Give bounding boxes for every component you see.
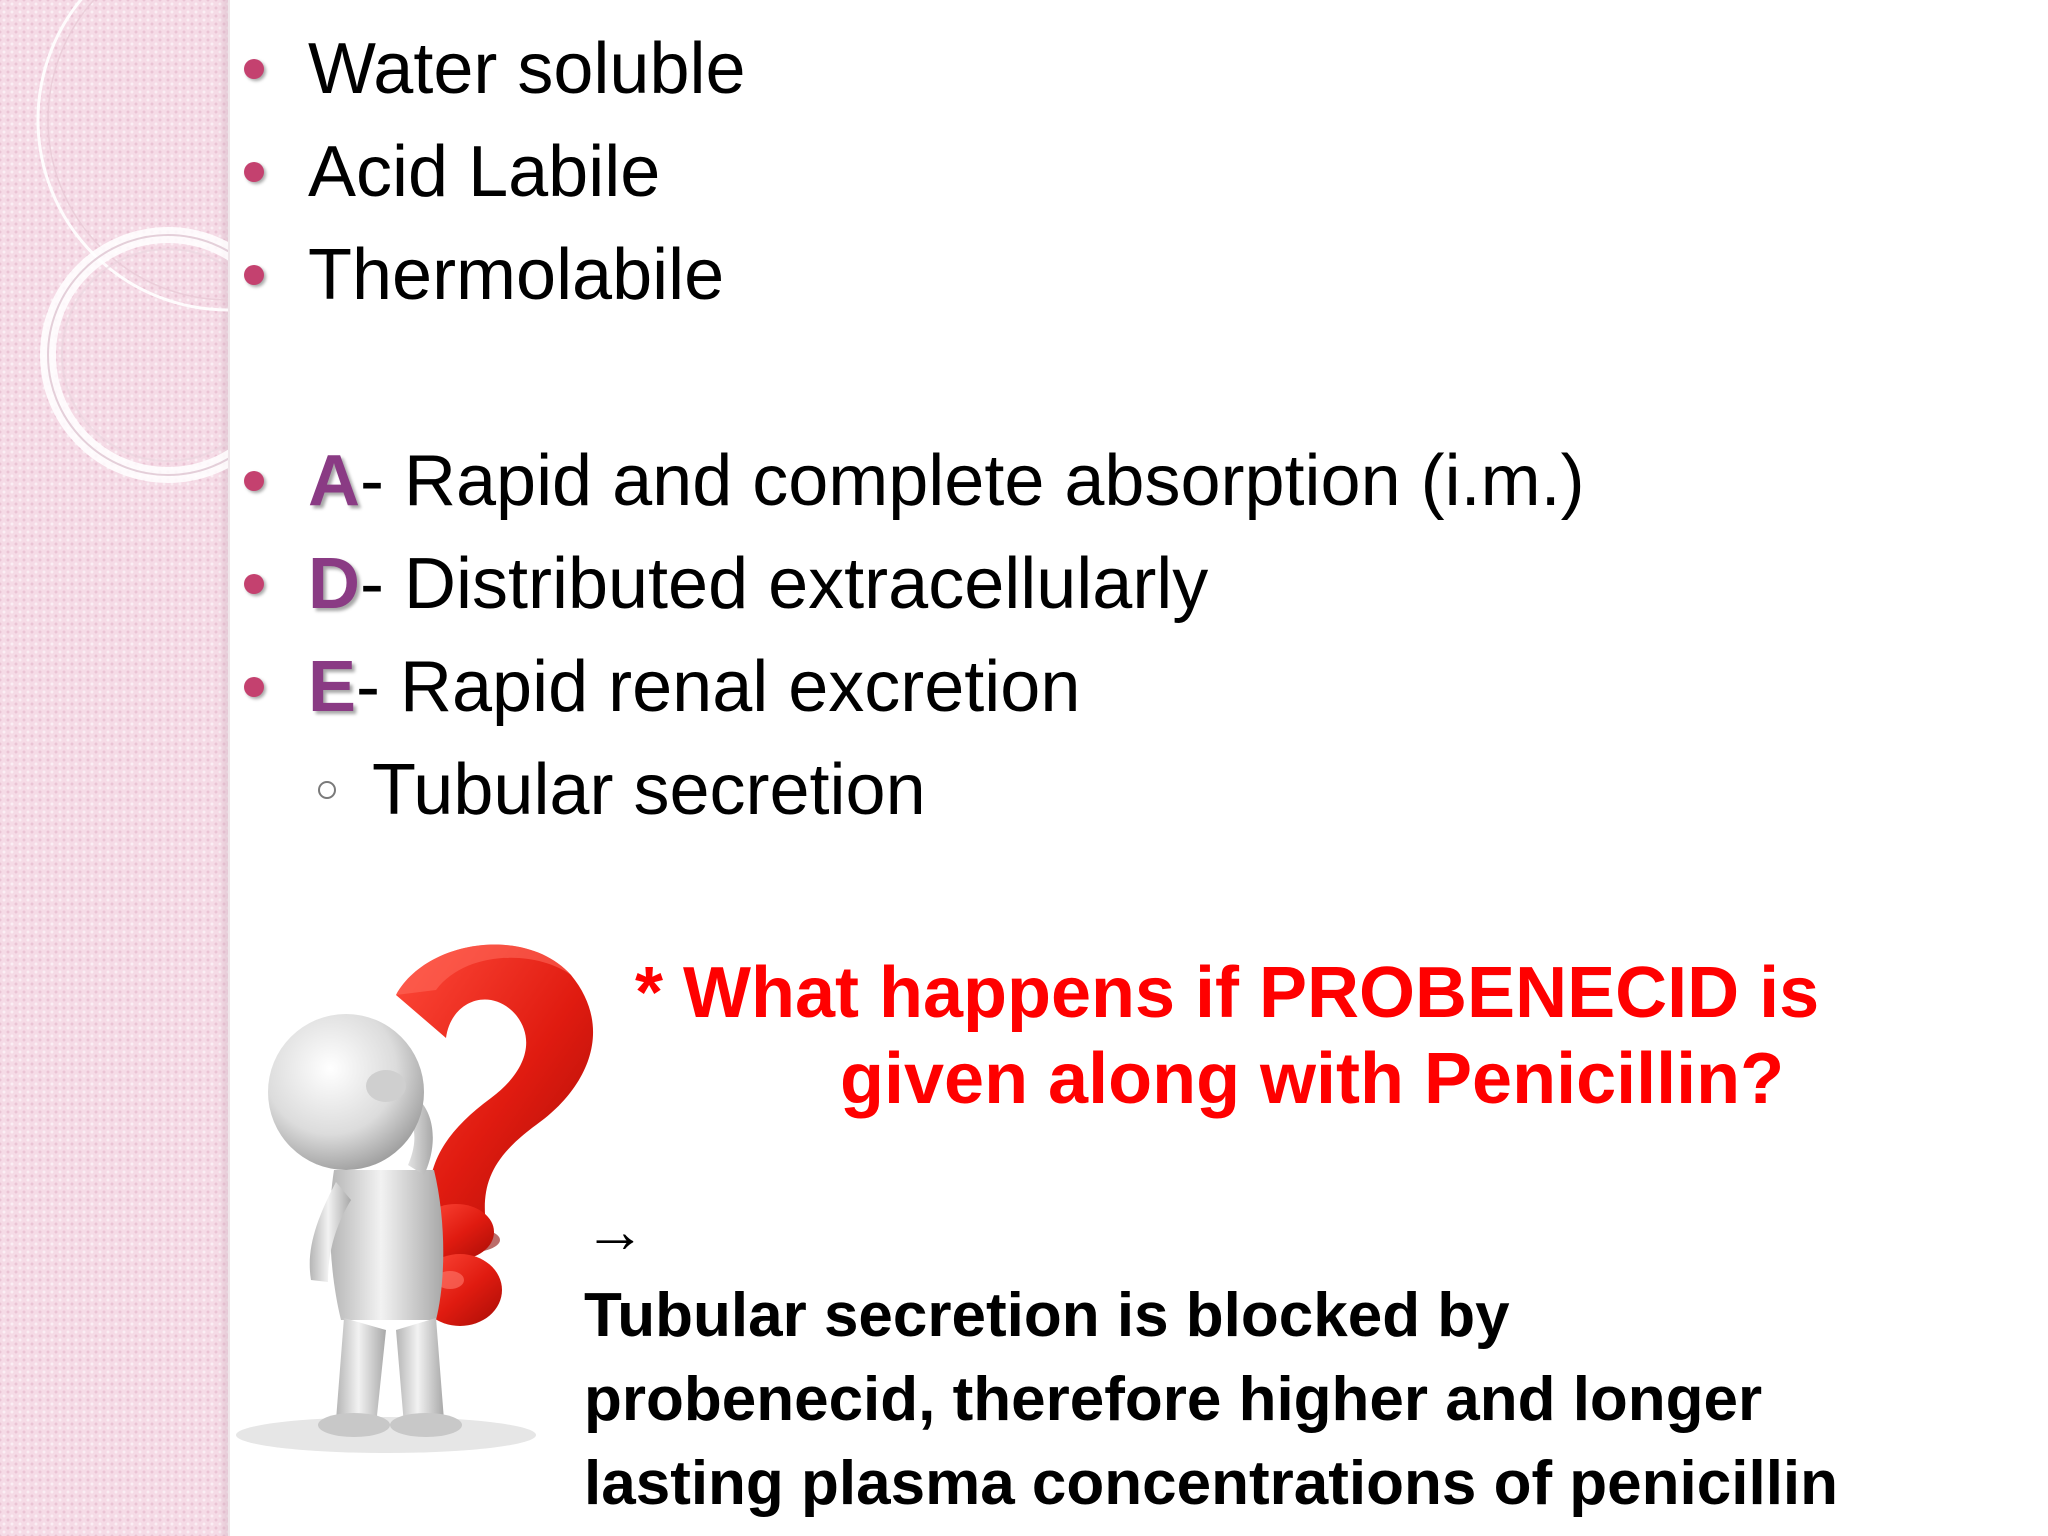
arrow-icon: →: [584, 1197, 646, 1266]
key-letter: D: [308, 544, 360, 624]
bullet-dot-icon: [244, 677, 264, 697]
adme-bullet-excretion: E- Rapid renal excretion: [244, 642, 1080, 732]
bullet-item: Water soluble: [244, 24, 746, 114]
key-letter: E: [308, 647, 357, 727]
bullet-body: - Rapid renal excretion: [356, 647, 1081, 727]
sub-bullet-circle-icon: [318, 781, 336, 799]
bullet-dot-icon: [244, 265, 264, 285]
answer-line-2: probenecid, therefore higher and longer: [584, 1365, 1763, 1434]
bullet-item: Acid Labile: [244, 127, 660, 217]
left-decorative-band: [0, 0, 230, 1536]
probenecid-question: * What happens if PROBENECID is given al…: [580, 950, 2020, 1122]
question-line-1: * What happens if PROBENECID is: [635, 953, 1820, 1033]
key-letter: A: [308, 441, 360, 521]
answer-line-1: → Tubular secretion is blocked by: [584, 1190, 2024, 1358]
sub-bullet-item: Tubular secretion: [318, 745, 926, 835]
probenecid-answer: → Tubular secretion is blocked by proben…: [584, 1190, 2024, 1526]
bullet-text: A- Rapid and complete absorption (i.m.): [308, 436, 1585, 526]
bullet-body: - Rapid and complete absorption (i.m.): [360, 441, 1585, 521]
bullet-item: Thermolabile: [244, 230, 724, 320]
decorative-rings-icon: [36, 0, 228, 483]
question-mark-figure-icon: [236, 944, 594, 1453]
bullet-dot-icon: [244, 574, 264, 594]
bullet-dot-icon: [244, 471, 264, 491]
question-line-2: given along with Penicillin?: [840, 1039, 1785, 1119]
adme-bullet-distribution: D- Distributed extracellularly: [244, 539, 1208, 629]
bullet-text: Water soluble: [308, 29, 746, 109]
answer-line-3: lasting plasma concentrations of penicil…: [584, 1449, 1839, 1518]
answer-line-1-text: Tubular secretion is blocked by: [584, 1281, 1510, 1350]
bullet-text: Acid Labile: [308, 132, 661, 212]
bullet-text: D- Distributed extracellularly: [308, 539, 1208, 629]
band-shade: [218, 0, 228, 1536]
bullet-text: Thermolabile: [308, 235, 725, 315]
sub-bullet-text: Tubular secretion: [372, 750, 926, 830]
bullet-dot-icon: [244, 59, 264, 79]
adme-bullet-absorption: A- Rapid and complete absorption (i.m.): [244, 436, 1585, 526]
bullet-text: E- Rapid renal excretion: [308, 642, 1080, 732]
bullet-body: - Distributed extracellularly: [360, 544, 1209, 624]
bullet-dot-icon: [244, 162, 264, 182]
